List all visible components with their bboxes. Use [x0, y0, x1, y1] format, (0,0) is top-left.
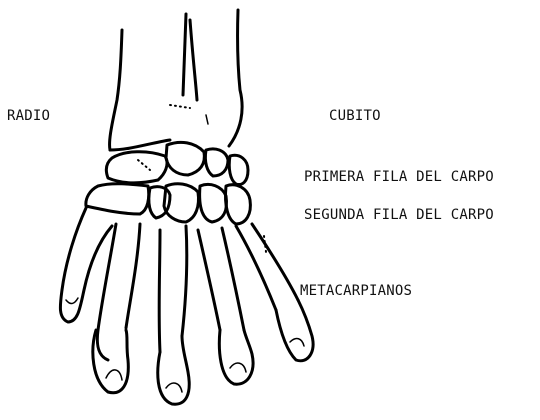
radius-bone: [110, 14, 190, 150]
radius-label: RADIO: [7, 108, 50, 124]
distal-carpal-row: [86, 184, 251, 224]
ulna-bone: [190, 10, 242, 146]
metacarpals-label: METACARPIANOS: [300, 283, 412, 299]
ulna-label: CUBITO: [329, 108, 381, 124]
phalanx-heads: [93, 300, 313, 404]
distal-carpal-row-label: SEGUNDA FILA DEL CARPO: [304, 207, 494, 223]
thumb-bones: [60, 208, 112, 322]
proximal-carpal-row-label: PRIMERA FILA DEL CARPO: [304, 169, 494, 185]
